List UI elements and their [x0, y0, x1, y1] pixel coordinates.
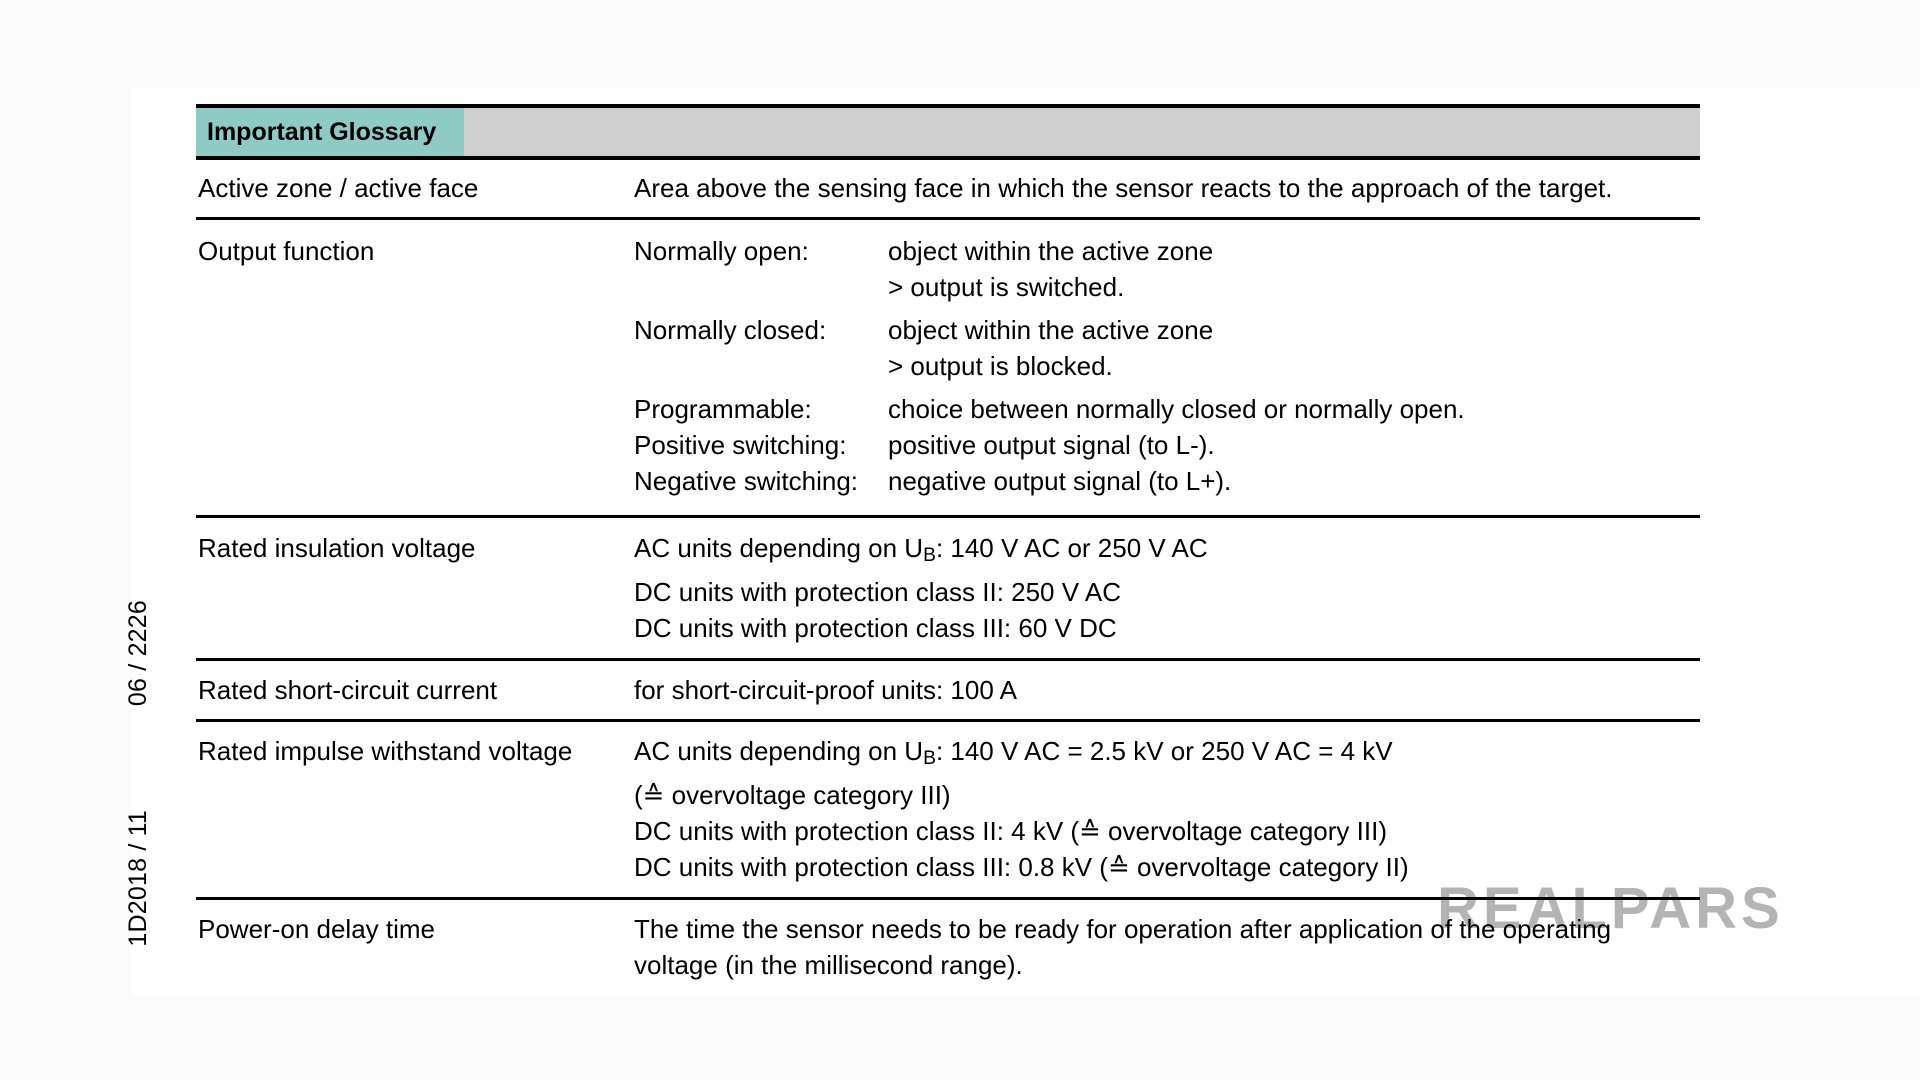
item-label: Normally closed: [634, 315, 827, 345]
row-definition: for short-circuit-proof units: 100 A [634, 672, 1700, 708]
definition-line: The time the sensor needs to be ready fo… [634, 914, 1612, 945]
definition-line: Area above the sensing face in which the… [634, 173, 1613, 203]
row-term: Active zone / active face [198, 173, 479, 203]
item-value: negative output signal (to L+). [888, 463, 1700, 499]
table-row: Rated short-circuit current for short-ci… [196, 661, 1700, 723]
item-label: Positive switching: [634, 430, 847, 460]
list-item: Normally open: object within the active … [634, 233, 1700, 305]
item-value-line: > output is switched. [888, 272, 1125, 302]
definition-line: AC units depending on UB: 140 V AC or 25… [634, 533, 1208, 567]
glossary-header-fill [464, 108, 1700, 156]
table-row: Active zone / active face Area above the… [196, 160, 1700, 220]
row-term: Rated insulation voltage [198, 533, 476, 563]
row-term: Rated short-circuit current [198, 675, 498, 706]
page-sheet [132, 88, 1920, 996]
list-item: Negative switching: negative output sign… [634, 463, 1700, 499]
item-value: object within the active zone > output i… [888, 233, 1700, 305]
item-value: object within the active zone > output i… [888, 312, 1700, 384]
definition-line: DC units with protection class II: 4 kV … [634, 816, 1387, 847]
table-row: Rated insulation voltage AC units depend… [196, 518, 1700, 662]
item-label: Programmable: [634, 394, 812, 424]
definition-line: for short-circuit-proof units: 100 A [634, 675, 1017, 706]
realpars-watermark: REALPARS [1437, 876, 1784, 941]
glossary-title: Important Glossary [196, 108, 464, 156]
definition-line: (≙ overvoltage category III) [634, 780, 951, 811]
item-value: positive output signal (to L-). [888, 427, 1700, 463]
item-value-line: negative output signal (to L+). [888, 466, 1232, 496]
side-code-bottom: 1D2018 / 11 [124, 810, 152, 947]
output-function-list: Normally open: object within the active … [634, 233, 1700, 499]
row-definition: Area above the sensing face in which the… [634, 170, 1700, 206]
item-label: Negative switching: [634, 466, 858, 496]
table-row: Rated impulse withstand voltage AC units… [196, 722, 1700, 901]
list-item: Positive switching: positive output sign… [634, 427, 1700, 463]
list-item: Normally closed: object within the activ… [634, 312, 1700, 384]
item-value-line: > output is blocked. [888, 351, 1113, 381]
item-label: Normally open: [634, 236, 809, 266]
item-value: choice between normally closed or normal… [888, 391, 1700, 427]
side-margin-codes: 06 / 2226 1D2018 / 11 [124, 600, 168, 1000]
table-row: Power-on delay time The time the sensor … [196, 900, 1700, 994]
definition-line: DC units with protection class III: 0.8 … [634, 852, 1409, 883]
spacer [634, 305, 1700, 312]
item-value-line: object within the active zone [888, 236, 1214, 266]
item-value-line: positive output signal (to L-). [888, 430, 1215, 460]
row-definition: AC units depending on UB: 140 V AC or 25… [634, 530, 1700, 646]
row-definition: The time the sensor needs to be ready fo… [634, 911, 1700, 983]
definition-line: AC units depending on UB: 140 V AC = 2.5… [634, 736, 1393, 770]
glossary-table: Important Glossary Active zone / active … [196, 104, 1700, 994]
definition-line: DC units with protection class II: 250 V… [634, 577, 1121, 608]
item-value-line: choice between normally closed or normal… [888, 394, 1465, 424]
row-term: Output function [198, 236, 375, 266]
list-item: Programmable: choice between normally cl… [634, 391, 1700, 427]
glossary-header-row: Important Glossary [196, 104, 1700, 160]
item-value-line: object within the active zone [888, 315, 1214, 345]
table-row: Output function Normally open: object wi… [196, 220, 1700, 518]
definition-line: DC units with protection class III: 60 V… [634, 613, 1117, 644]
side-code-top: 06 / 2226 [124, 600, 152, 707]
row-term: Power-on delay time [198, 914, 435, 945]
definition-line: voltage (in the millisecond range). [634, 950, 1023, 981]
spacer [634, 384, 1700, 391]
row-definition: Normally open: object within the active … [634, 233, 1700, 499]
row-definition: AC units depending on UB: 140 V AC = 2.5… [634, 733, 1700, 885]
row-term: Rated impulse withstand voltage [198, 736, 573, 767]
